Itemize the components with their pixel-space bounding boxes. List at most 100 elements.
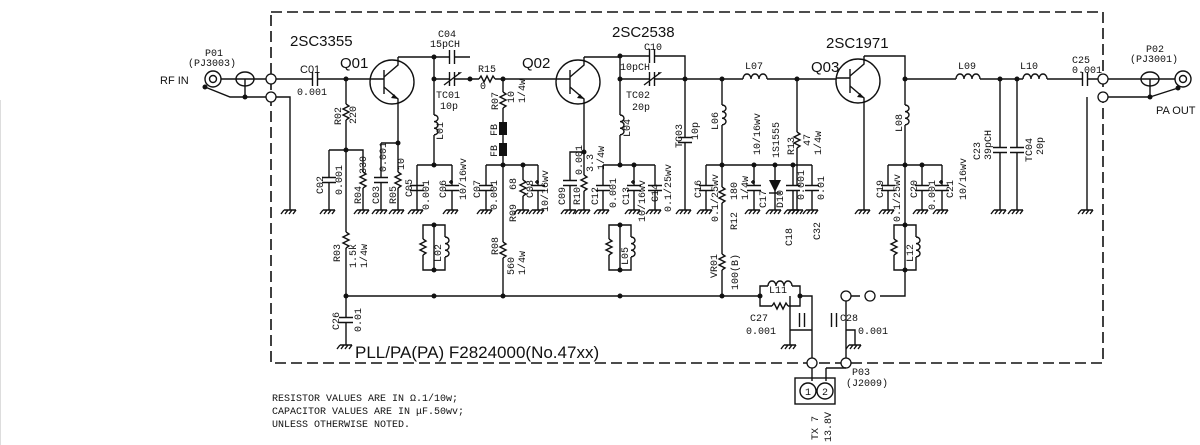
r07-value: 10 [507,91,518,103]
c26-value: 0.01 [354,308,365,332]
l06-ref: L06 [711,112,722,130]
c18-value: 0.001 [797,170,808,200]
q02-ref: Q02 [522,55,550,72]
p03-connector [794,368,836,405]
tc04-ref: TC04 [1025,138,1036,162]
c17-value: 10/16wv [752,113,764,155]
q03-part: 2SC1971 [826,35,889,52]
c08-value: 10/16wv [540,170,552,212]
note-resistor: RESISTOR VALUES ARE IN Ω.1/10w; [272,393,458,405]
c23-ref: C23 [973,142,984,160]
c20-ref: C20 [910,180,921,198]
l10-ref: L10 [1020,62,1038,73]
fb-label-1: FB [490,124,501,136]
c02-ref: C02 [316,176,327,194]
r15-ref: R15 [478,65,496,76]
c04-value: 15pCH [430,40,460,51]
c06-ref: C06 [439,180,450,198]
r08-power: 1/4w [517,251,529,275]
r10-power: 1/4w [596,146,608,170]
r08-ref: R08 [491,237,502,255]
l07-ref: L07 [745,62,763,73]
junction-dots [202,53,1181,299]
c16-value: 0.1/25wv [710,174,722,222]
l09-inductor [955,71,981,81]
c19-ref: C19 [876,180,887,198]
r02-ref: R02 [334,107,345,125]
connector-pins-in [265,73,277,103]
l01-ref: L01 [436,122,447,140]
c09-ref: C09 [558,187,569,205]
c10-ref: C10 [644,43,662,54]
ferrite-bead-1 [499,122,507,135]
r05-resistor [393,171,403,189]
c05-value: 0.001 [422,180,433,210]
l06-inductor [720,104,731,126]
vr01-ref: VR01 [710,254,721,278]
r04-ref: R04 [354,186,365,204]
c13-ref: C13 [622,187,633,205]
r05-value: 10 [397,158,408,170]
c01-value: 0.001 [297,88,327,99]
r05-ref: R05 [389,186,400,204]
c03-ref: C03 [372,186,383,204]
ferrite-bead-2 [499,143,507,156]
r09-value: 68 [509,178,520,190]
tc01-ref: TC01 [436,91,460,102]
tc04-value: 20p [1036,137,1047,155]
p03-pin2-label: 13.8V [824,412,835,442]
c32-ref: C32 [813,222,824,240]
c04-ref: C04 [438,30,456,41]
pa-out-jack [1174,70,1192,88]
c18-ref: C18 [785,228,796,246]
c10-value: 10pCH [620,63,650,74]
c07-ref: C07 [473,180,484,198]
l12-ref: L12 [906,244,917,262]
q01-transistor [369,56,415,108]
c28-ref: C28 [840,314,858,325]
board-title: PLL/PA(PA) F2824000(No.47xx) [355,343,599,362]
d10-part: 1S1555 [772,122,783,158]
tc02-ref: TC02 [626,91,650,102]
vertical-labels: R02 220 C02 0.001 R04 330 C03 0.001 R05 … [316,79,1047,442]
l02-damping-resistor [418,238,428,256]
c20-value: 0.001 [928,180,939,210]
c27-ref: C27 [750,314,768,325]
rf-in-jack [204,70,222,88]
r08-value: 560 [507,257,518,275]
c32-value: 0.01 [817,176,828,200]
connector-pins-out [1097,73,1109,103]
l11-damping-resistor [771,301,789,311]
c01-ref: C01 [300,64,320,76]
p02-ref: P02 [1146,45,1164,56]
l02-inductor [443,236,454,258]
q03-ref: Q03 [811,59,839,76]
tc04-trimmer [1008,146,1026,154]
r03-value: 1.5k [348,244,360,268]
l05-damping-resistor [604,238,614,256]
c19-value: 0.1/25wv [892,174,904,222]
q01-part: 2SC3355 [290,33,353,50]
q02-transistor [555,56,601,108]
c02-value: 0.001 [335,165,346,195]
l12-damping-resistor [889,238,899,256]
p03-ref: P03 [852,368,870,379]
c23-value: 39pCH [984,130,995,160]
c06-value: 10/16wv [458,158,470,200]
l09-ref: L09 [958,62,976,73]
r12-power: 1/4w [740,176,752,200]
c28-capacitor [830,311,838,329]
vr01-value: 100(B) [730,254,742,290]
l11-ref: L11 [769,286,787,297]
connector-pins-bias [806,290,876,369]
p03-pin1: 1 [805,388,811,399]
r12-ref: R12 [730,212,741,230]
r07-ref: R07 [491,92,502,110]
c27-value: 0.001 [746,327,776,338]
p01-part: (PJ3003) [188,58,236,70]
l02-ref: L02 [434,244,445,262]
r13-ref: R13 [787,137,798,155]
q02-part: 2SC2538 [612,24,675,41]
p03-part: (J2009) [846,378,888,390]
